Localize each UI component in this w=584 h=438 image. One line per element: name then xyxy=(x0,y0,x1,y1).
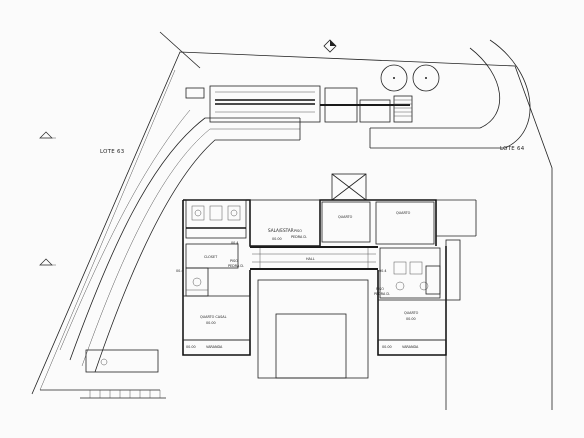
lot-63-label: LOTE 63 xyxy=(100,149,124,155)
hall-label: HALL xyxy=(306,257,315,261)
entry-stair xyxy=(393,95,413,123)
bedroom-right-area: 00.00 xyxy=(406,317,416,321)
master-small-2: VARANDA xyxy=(206,345,223,349)
master-bedroom: QUARTO CASAL 00.00 00.00 VARANDA xyxy=(182,295,251,349)
master-bedroom-label: QUARTO CASAL xyxy=(200,315,227,319)
kitchen-area xyxy=(185,199,247,239)
bathroom-right: PISO PEDRA D. xyxy=(374,247,441,299)
note-right-1: PISO xyxy=(376,287,384,291)
master-small-1: 00.00 xyxy=(186,345,196,349)
driveway-curve-right xyxy=(299,39,531,149)
master-bedroom-area: 00.00 xyxy=(206,321,216,325)
living-room: SALA/ESTAR 00.00 PISO PEDRA D. xyxy=(249,199,321,247)
note-right-2: PEDRA D. xyxy=(374,292,390,296)
driveway-curve-left xyxy=(59,109,300,373)
bedroom-top-right: QUARTO xyxy=(375,201,435,245)
level-tag-3: 00.4 xyxy=(176,269,184,273)
courtyard xyxy=(257,279,369,379)
right-small-1: 00.00 xyxy=(382,345,392,349)
site-boundary xyxy=(31,31,553,410)
level-marker-icon-top xyxy=(39,131,56,139)
living-room-note-2: PEDRA D. xyxy=(291,235,307,239)
hall-corridor: HALL xyxy=(252,248,376,268)
bottom-fence-hatch xyxy=(40,355,447,410)
pool-bottom-left xyxy=(85,349,159,373)
closet-label: CLOSET xyxy=(204,255,218,259)
level-marker-icon-mid xyxy=(39,258,56,266)
bedroom-right-label: QUARTO xyxy=(404,311,419,315)
bedroom-right: QUARTO 00.00 00.00 VARANDA xyxy=(377,299,447,349)
tree-circle-icon-2 xyxy=(412,64,440,92)
north-arrow-icon xyxy=(323,39,337,53)
bedroom-top-right-label: QUARTO xyxy=(396,211,411,215)
bedroom-top-left: QUARTO xyxy=(321,201,371,243)
closet: CLOSET PISO PEDRA D. xyxy=(185,243,244,269)
note-left-2: PEDRA D. xyxy=(228,264,244,268)
garage-structure xyxy=(185,85,410,123)
level-tag-2: 00.4 xyxy=(379,269,387,273)
level-tag-1: 00.4 xyxy=(231,241,239,245)
living-room-label: SALA/ESTAR xyxy=(268,228,294,233)
note-left-1: PISO xyxy=(230,259,238,263)
right-small-2: VARANDA xyxy=(402,345,419,349)
tree-circle-icon-1 xyxy=(380,64,408,92)
bedroom-top-left-label: QUARTO xyxy=(338,215,353,219)
lot-64-label: LOTE 64 xyxy=(500,146,525,152)
living-room-area: 00.00 xyxy=(272,237,282,241)
living-room-note-1: PISO xyxy=(294,229,302,233)
